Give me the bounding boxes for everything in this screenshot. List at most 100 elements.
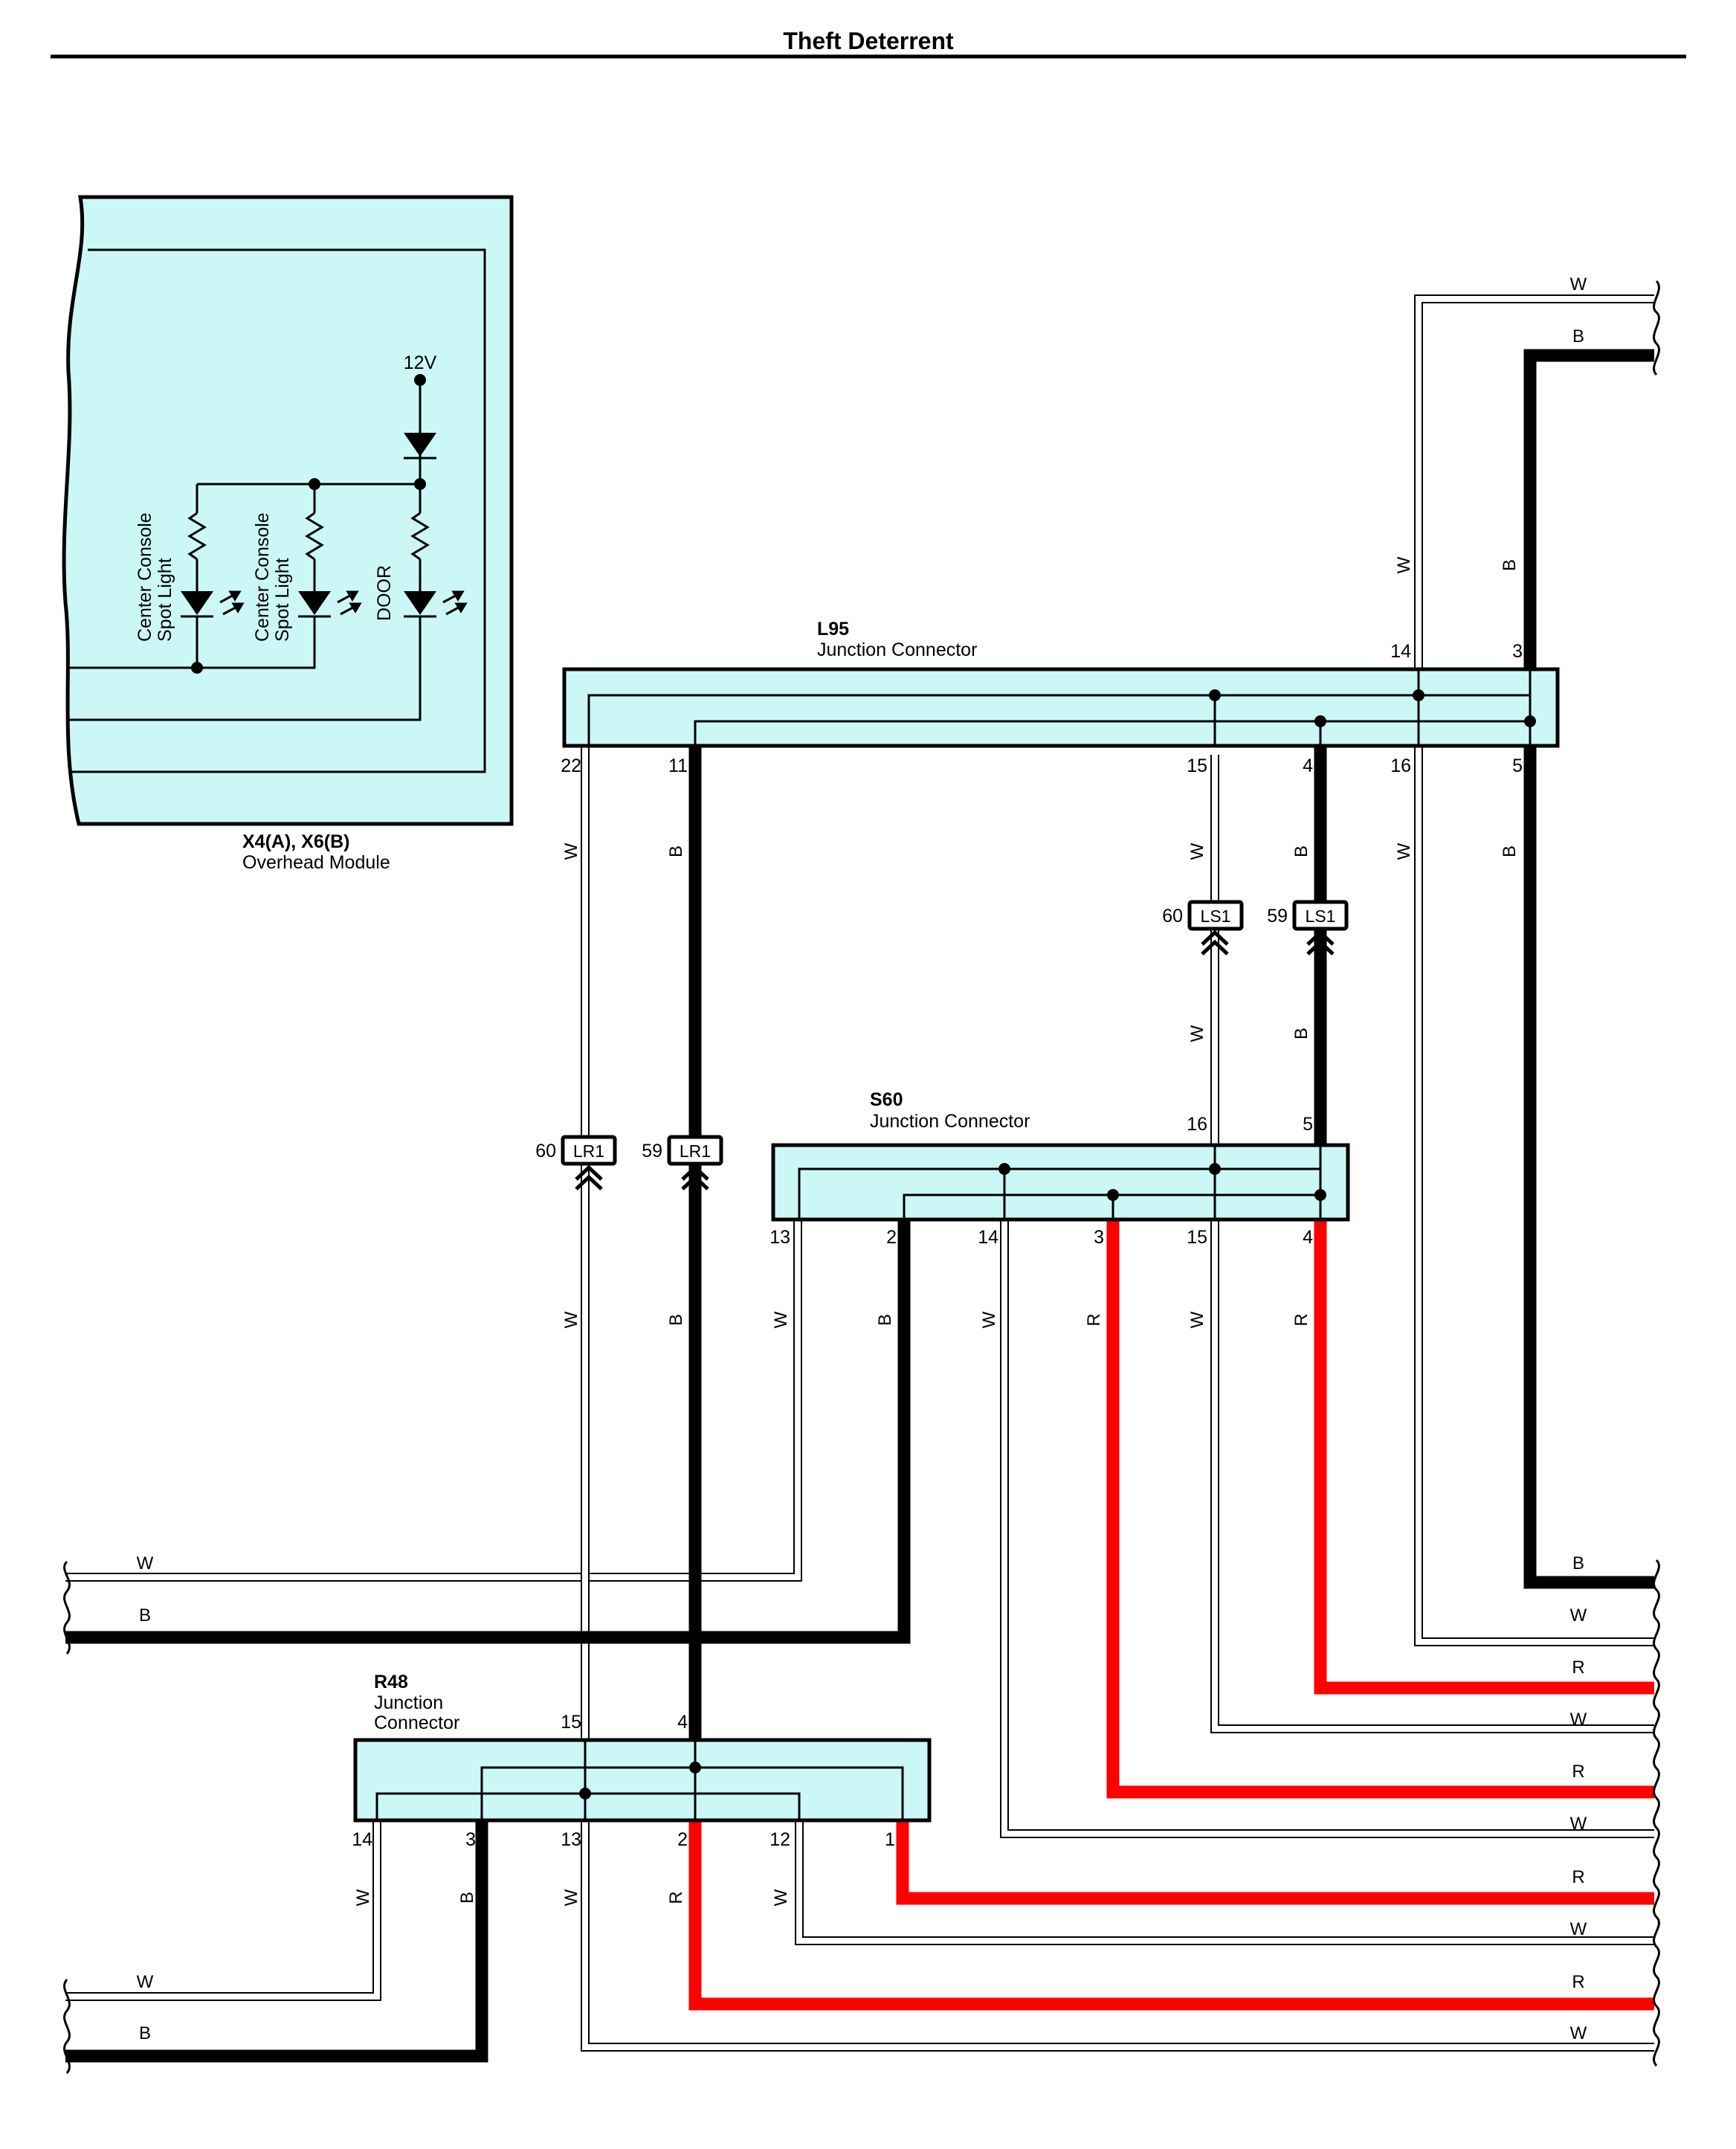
pin-label: 5 xyxy=(1512,755,1523,776)
svg-text:B: B xyxy=(457,1892,477,1904)
pin-label: 4 xyxy=(1303,755,1313,776)
light-arrows xyxy=(219,590,468,616)
svg-text:60: 60 xyxy=(1162,906,1183,927)
svg-text:B: B xyxy=(1500,559,1520,571)
pin-label: 5 xyxy=(1303,1114,1313,1135)
svg-text:LS1: LS1 xyxy=(1306,906,1336,926)
svg-text:W: W xyxy=(1570,1710,1587,1730)
led-icon xyxy=(404,591,436,615)
pin-label: 15 xyxy=(1187,1227,1207,1248)
l95-connector: L95 Junction Connector 14 3 22 11 15 4 1… xyxy=(561,619,1560,776)
l95-name: L95 xyxy=(817,619,849,639)
inline-connector-ls1-59: LS1 59 xyxy=(1267,900,1349,956)
svg-text:R: R xyxy=(1572,1762,1584,1782)
svg-text:R: R xyxy=(1084,1313,1104,1326)
svg-text:B: B xyxy=(1572,1553,1584,1573)
pin-label: 3 xyxy=(1512,641,1523,662)
inline-connector-lr1-59: LR1 59 xyxy=(642,1135,723,1191)
wire-break-marks-left xyxy=(63,1560,71,2074)
page-title: Theft Deterrent xyxy=(783,28,954,54)
svg-text:W: W xyxy=(137,1972,154,1992)
svg-text:W: W xyxy=(1187,1311,1207,1328)
pin-label: 16 xyxy=(1187,1114,1207,1135)
s60-connector: S60 Junction Connector 16 5 13 2 14 3 15… xyxy=(769,1089,1350,1248)
pin-label: 13 xyxy=(561,1829,581,1850)
svg-text:W: W xyxy=(1187,842,1207,860)
white-wires xyxy=(65,294,1654,2052)
lamp-label: Center Console xyxy=(252,512,273,642)
r48-connector: R48 Junction Connector 15 4 14 3 13 2 12… xyxy=(352,1672,932,1850)
pin-label: 14 xyxy=(352,1829,372,1850)
overhead-module-body xyxy=(62,195,514,826)
svg-text:W: W xyxy=(771,1889,791,1906)
s60-name: S60 xyxy=(870,1089,903,1110)
svg-text:B: B xyxy=(666,845,686,857)
lamp-label: DOOR xyxy=(374,565,395,621)
diode-icon xyxy=(404,433,436,457)
pin-label: 16 xyxy=(1390,755,1411,776)
svg-text:W: W xyxy=(137,1553,154,1573)
svg-text:W: W xyxy=(1570,1814,1587,1834)
r48-desc: Connector xyxy=(374,1713,459,1733)
supply-terminal xyxy=(414,374,426,386)
overhead-module-inner xyxy=(68,248,486,773)
svg-text:R: R xyxy=(1291,1313,1311,1326)
pin-label: 2 xyxy=(886,1227,897,1248)
svg-text:59: 59 xyxy=(1267,906,1288,927)
pin-label: 11 xyxy=(668,755,688,776)
svg-text:R: R xyxy=(1572,1867,1584,1887)
led-icon xyxy=(298,591,331,615)
svg-text:R: R xyxy=(1572,1657,1584,1678)
svg-text:W: W xyxy=(1394,842,1414,860)
lamp-label: Spot Light xyxy=(272,558,293,642)
svg-text:60: 60 xyxy=(535,1141,556,1162)
wire-labels-right: W B B W R W R W R W R W xyxy=(1570,274,1587,2043)
pin-label: 2 xyxy=(677,1829,688,1850)
pin-label: 22 xyxy=(561,755,581,776)
pin-label: 15 xyxy=(561,1712,581,1733)
svg-text:B: B xyxy=(1500,845,1520,857)
svg-text:59: 59 xyxy=(642,1141,662,1162)
red-wires xyxy=(688,1220,1654,2011)
inline-connector-lr1-60: LR1 60 xyxy=(535,1135,617,1191)
pin-label: 3 xyxy=(465,1829,476,1850)
svg-text:W: W xyxy=(1570,1605,1587,1626)
svg-text:LR1: LR1 xyxy=(680,1141,711,1161)
svg-text:R: R xyxy=(1572,1972,1584,1992)
wire-labels-vertical: W B W B W B W B W B W B W B W R W R W B … xyxy=(353,556,1520,1906)
s60-desc: Junction Connector xyxy=(870,1111,1030,1132)
svg-text:R: R xyxy=(666,1891,686,1904)
pin-label: 1 xyxy=(885,1829,895,1850)
wire-labels-left: W B W B xyxy=(137,1553,154,2043)
pin-label: 4 xyxy=(677,1712,688,1733)
pin-label: 14 xyxy=(1390,641,1411,662)
l95-desc: Junction Connector xyxy=(817,639,977,660)
led-icon xyxy=(181,591,213,615)
svg-text:LR1: LR1 xyxy=(573,1141,604,1161)
svg-text:B: B xyxy=(139,2023,151,2043)
lamp-label: Center Console xyxy=(135,512,155,642)
r48-name: R48 xyxy=(374,1672,408,1692)
inline-connector-ls1-60: LS1 60 xyxy=(1162,900,1244,956)
svg-text:LS1: LS1 xyxy=(1201,906,1231,926)
pin-label: 4 xyxy=(1303,1227,1313,1248)
lamp-label: Spot Light xyxy=(155,558,175,642)
voltage-label: 12V xyxy=(404,352,437,373)
svg-text:B: B xyxy=(1291,1028,1311,1040)
svg-text:W: W xyxy=(771,1311,791,1328)
svg-text:W: W xyxy=(1570,1919,1587,1939)
pin-label: 12 xyxy=(769,1829,790,1850)
svg-text:W: W xyxy=(979,1311,999,1328)
svg-text:W: W xyxy=(1570,2023,1587,2043)
svg-text:W: W xyxy=(1187,1025,1207,1042)
pin-label: 13 xyxy=(769,1227,790,1248)
pin-label: 14 xyxy=(978,1227,998,1248)
svg-text:B: B xyxy=(666,1314,686,1326)
pin-label: 15 xyxy=(1187,755,1207,776)
r48-desc: Junction xyxy=(374,1692,443,1713)
svg-text:B: B xyxy=(1572,326,1584,347)
svg-text:W: W xyxy=(1394,556,1414,573)
svg-text:B: B xyxy=(1291,845,1311,857)
svg-text:B: B xyxy=(875,1314,895,1326)
